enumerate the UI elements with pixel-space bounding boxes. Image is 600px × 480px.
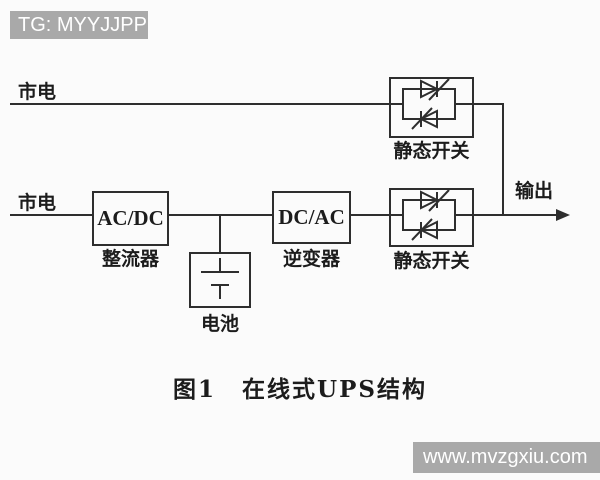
tag-badge: TG: MYYJJPP bbox=[10, 11, 148, 39]
static-switch-bottom-caption: 静态开关 bbox=[393, 250, 470, 272]
inverter-box-label: DC/AC bbox=[278, 205, 345, 229]
figure-number: 图1 bbox=[173, 376, 217, 403]
site-watermark-bar: www.mvzgxiu.com bbox=[413, 442, 600, 473]
battery-icon bbox=[189, 252, 251, 308]
mains-top-label: 市电 bbox=[18, 81, 57, 103]
figure-caption: 图1 在线式UPS结构 bbox=[0, 370, 600, 404]
inverter-caption: 逆变器 bbox=[282, 248, 340, 270]
thyristor-forward-icon bbox=[420, 189, 450, 212]
battery-caption: 电池 bbox=[200, 313, 239, 335]
static-switch-bottom-icon bbox=[389, 188, 474, 247]
output-label: 输出 bbox=[515, 180, 554, 202]
rectifier-caption: 整流器 bbox=[101, 248, 159, 270]
thyristor-reverse-icon bbox=[411, 107, 438, 130]
output-arrow bbox=[473, 209, 570, 221]
thyristor-reverse-icon bbox=[411, 218, 438, 241]
rectifier-box-label: AC/DC bbox=[97, 206, 164, 230]
site-watermark-text: www.mvzgxiu.com bbox=[423, 446, 588, 468]
static-switch-top-caption: 静态开关 bbox=[393, 140, 470, 162]
static-switch-top-icon bbox=[389, 77, 474, 138]
thyristor-forward-icon bbox=[420, 78, 450, 101]
battery-box bbox=[189, 252, 251, 308]
mains-bottom-label: 市电 bbox=[18, 192, 57, 214]
mains-top-line bbox=[10, 103, 504, 216]
figure-title: 在线式UPS结构 bbox=[242, 376, 427, 403]
rectifier-box bbox=[92, 191, 169, 246]
inverter-box bbox=[272, 191, 351, 244]
tag-badge-text: TG: MYYJJPP bbox=[18, 13, 147, 36]
